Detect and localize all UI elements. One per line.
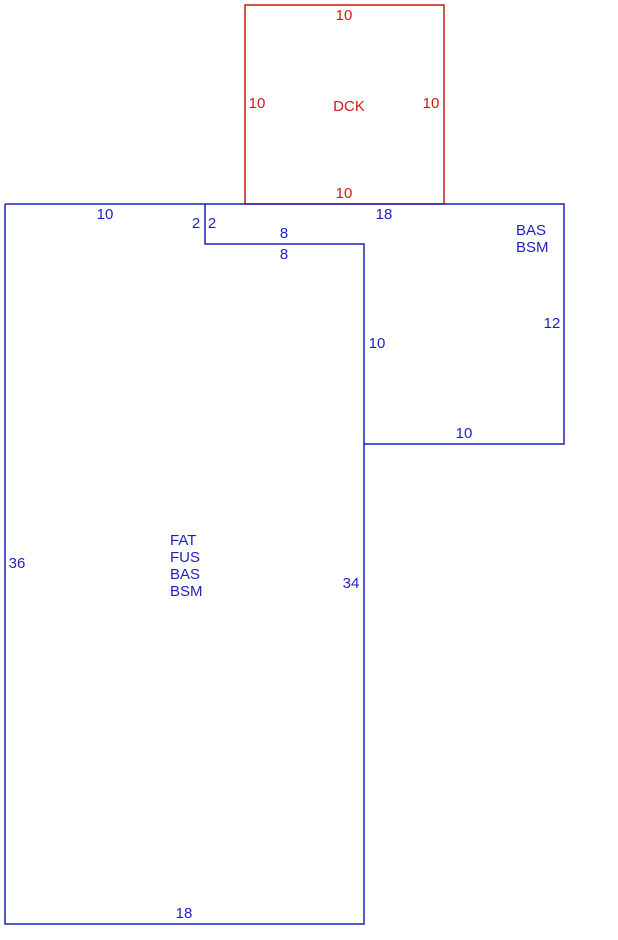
main-dim-notch-right: 2 xyxy=(208,215,216,232)
wing-dim-top: 18 xyxy=(376,206,393,223)
main-area: 10 2 2 8 8 34 36 18 FAT FUS BAS BSM xyxy=(4,203,365,925)
wing-dim-inner-left: 10 xyxy=(369,335,386,352)
main-dim-top: 10 xyxy=(97,206,114,223)
deck-dim-right: 10 xyxy=(423,95,440,112)
main-dim-left: 36 xyxy=(9,555,26,572)
deck-code: DCK xyxy=(333,98,365,115)
wing-dim-right: 12 xyxy=(544,315,561,332)
wing-dim-bottom: 10 xyxy=(456,425,473,442)
main-dim-notch-bottom: 8 xyxy=(280,246,288,263)
main-dim-notch-top: 8 xyxy=(280,225,288,242)
main-dim-bottom: 18 xyxy=(176,905,193,922)
main-dim-inner-right: 34 xyxy=(343,575,360,592)
wing-code-1: BAS xyxy=(516,222,546,239)
deck-dim-bottom: 10 xyxy=(336,185,353,202)
main-code-4: BSM xyxy=(170,583,203,600)
main-dim-notch-left: 2 xyxy=(192,215,200,232)
deck-dim-left: 10 xyxy=(249,95,266,112)
main-code-1: FAT xyxy=(170,532,196,549)
main-code-2: FUS xyxy=(170,549,200,566)
deck-dim-top: 10 xyxy=(336,7,353,24)
wing-area: 18 12 10 10 BAS BSM xyxy=(205,203,565,445)
wing-code-2: BSM xyxy=(516,239,549,256)
wing-outline xyxy=(205,203,565,445)
main-code-3: BAS xyxy=(170,566,200,583)
deck-area: 10 10 10 10 DCK xyxy=(244,4,445,205)
